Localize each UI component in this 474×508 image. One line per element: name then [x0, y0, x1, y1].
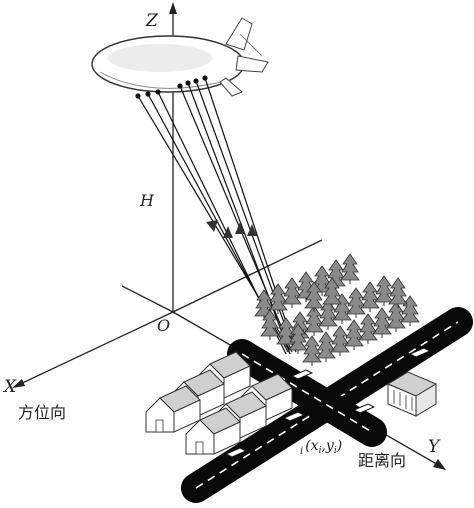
house-icon: [145, 385, 201, 433]
z-axis-arrow-icon: [169, 2, 177, 14]
beam-arrows: [206, 220, 257, 238]
airship-tail-fin-bottom: [219, 77, 243, 97]
target-point-label: i(xi,yi): [300, 438, 342, 457]
y-axis-arrow-icon: [433, 459, 446, 470]
range-direction-label: 距离向: [358, 451, 406, 470]
x-axis-arrow-icon: [12, 379, 25, 388]
azimuth-direction-label: 方位向: [18, 403, 66, 422]
y-axis-label: Y: [428, 437, 441, 457]
roads: [181, 307, 473, 503]
factory-building: [386, 371, 438, 417]
beam-arrow-down-icon: [206, 220, 218, 232]
x-axis: [15, 311, 174, 387]
h-label: H: [139, 191, 155, 210]
x-axis-label: X: [2, 377, 17, 397]
airship-tail-fin-right: [235, 55, 269, 73]
beam-arrow-up-icon: [223, 226, 233, 238]
origin-label: O: [157, 316, 170, 335]
beam-arrow-up-icon: [235, 222, 245, 234]
airship-tail-fin-top: [225, 17, 253, 51]
beam-arrow-up-icon: [247, 224, 257, 236]
z-axis-label: Z: [145, 11, 159, 31]
airship: [91, 17, 269, 99]
road-cross-center-line: [241, 353, 373, 433]
car-icon: [353, 403, 375, 414]
ground-line-back: [121, 285, 174, 313]
